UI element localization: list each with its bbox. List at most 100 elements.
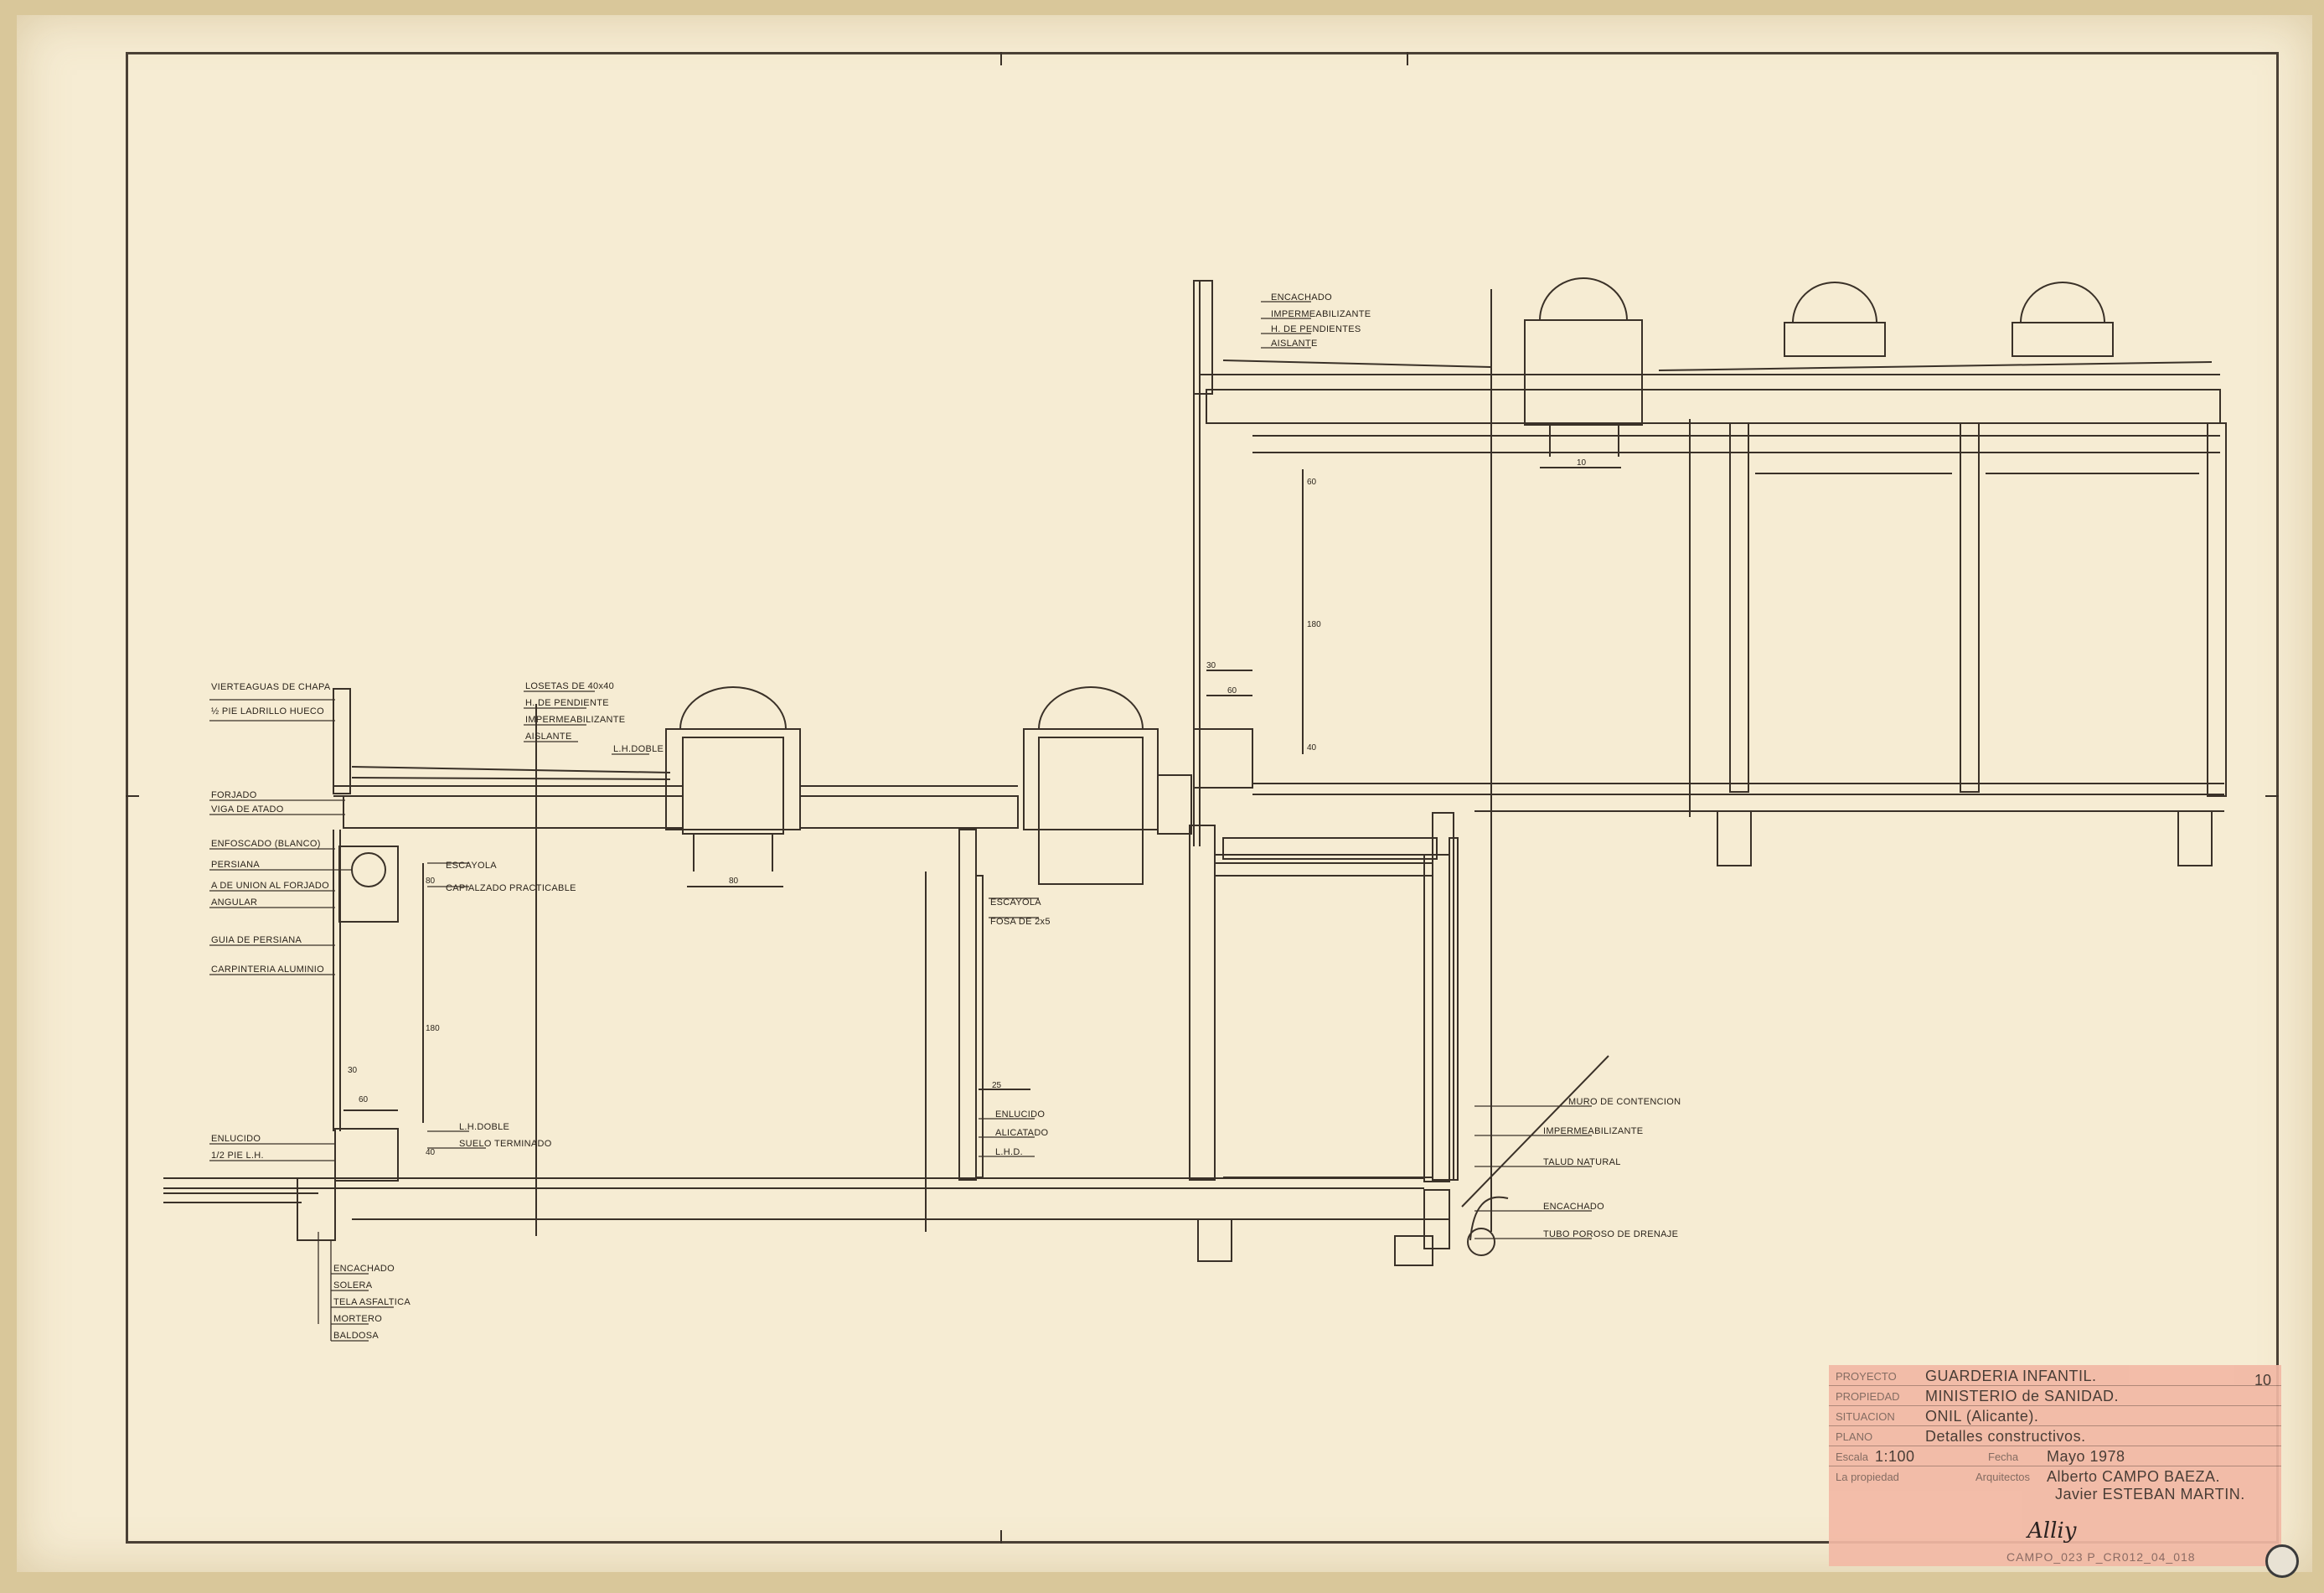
label-ladrillo: ½ PIE LADRILLO HUECO [211, 706, 324, 716]
skylight-4-base [1784, 322, 1886, 357]
dim-h30: 30 [1206, 661, 1216, 670]
label-encachado-high: ENCACHADO [1271, 292, 1332, 303]
label-aislante-low: AISLANTE [525, 732, 572, 742]
label-talud: TALUD NATURAL [1543, 1157, 1621, 1167]
tb-situacion-key: SITUACION [1836, 1410, 1895, 1423]
skylight-4-dome [1792, 282, 1877, 323]
label-fosa: FOSA DE 2x5 [990, 917, 1051, 927]
tb-proyecto-value: GUARDERIA INFANTIL. [1925, 1368, 2097, 1384]
high-parapet [1193, 280, 1213, 395]
label-capialzado: CAPIALZADO PRACTICABLE [446, 883, 576, 893]
label-persiana: PERSIANA [211, 860, 260, 870]
title-block: PROYECTO GUARDERIA INFANTIL. 10 PROPIEDA… [1829, 1365, 2281, 1566]
skylight-5-dome [2020, 282, 2105, 323]
label-escayola-2: ESCAYOLA [990, 897, 1041, 908]
column-3 [2207, 422, 2227, 797]
archive-code: CAMPO_023 P_CR012_04_018 [2006, 1550, 2196, 1564]
tb-plano-key: PLANO [1836, 1430, 1873, 1443]
interior-wall-1 [958, 829, 977, 1181]
label-baldosa: BALDOSA [333, 1331, 379, 1341]
persiana-roll [351, 852, 386, 887]
dim-h180: 180 [1307, 620, 1321, 629]
label-alicatado: ALICATADO [995, 1128, 1049, 1138]
interior-wall-1-finish [975, 875, 984, 1178]
label-vierteaguas: VIERTEAGUAS DE CHAPA [211, 682, 331, 692]
label-forjado: FORJADO [211, 790, 257, 800]
label-carpinteria: CARPINTERIA ALUMINIO [211, 965, 324, 975]
tb-fecha-key: Fecha [1988, 1451, 2019, 1463]
drain-pipe [1467, 1228, 1495, 1256]
label-losetas: LOSETAS DE 40x40 [525, 681, 614, 691]
label-impermeabilizante-high: IMPERMEABILIZANTE [1271, 309, 1371, 319]
label-impermeabilizante-right: IMPERMEABILIZANTE [1543, 1126, 1643, 1136]
tb-la-propiedad: La propiedad [1836, 1471, 1899, 1483]
high-roof-slope [1222, 359, 1492, 368]
dim-h10: 10 [1577, 458, 1587, 468]
label-mortero: MORTERO [333, 1314, 382, 1324]
label-tela: TELA ASFALTICA [333, 1297, 411, 1307]
right-footing [1394, 1235, 1433, 1266]
dim-40: 40 [426, 1148, 436, 1157]
low-roof-slope [351, 766, 671, 773]
label-solera: SOLERA [333, 1280, 373, 1290]
left-footing [297, 1177, 336, 1241]
high-forjado [1206, 389, 2221, 424]
skylight-3-base [1524, 319, 1643, 426]
dim-60: 60 [359, 1095, 369, 1104]
label-pendiente: H. DE PENDIENTE [525, 698, 609, 708]
dim-80-a: 80 [729, 877, 739, 886]
label-encachado-right: ENCACHADO [1543, 1202, 1604, 1212]
archive-stamp-icon [2265, 1544, 2299, 1578]
tb-propiedad-value: MINISTERIO de SANIDAD. [1925, 1388, 2120, 1404]
label-enlucido: ENLUCIDO [211, 1134, 261, 1144]
skylight-1-base [665, 728, 801, 830]
skylight-2-well [1038, 737, 1144, 885]
skylight-1-well [682, 737, 784, 835]
dim-25: 25 [992, 1081, 1002, 1090]
label-enlucido-2: ENLUCIDO [995, 1109, 1045, 1120]
skylight-2-dome [1038, 686, 1144, 730]
low-ceiling-beam [1222, 837, 1438, 860]
label-pendientes-high: H. DE PENDIENTES [1271, 324, 1361, 334]
dim-h60: 60 [1307, 478, 1317, 487]
skylight-2-base [1023, 728, 1159, 830]
tb-plano-value: Detalles constructivos. [1925, 1428, 2086, 1445]
left-parapet-wall [333, 688, 351, 794]
label-angular: ANGULAR [211, 897, 257, 908]
interior-wall-2 [1189, 825, 1216, 1181]
sheet-number: 10 [2254, 1372, 2271, 1389]
footing-1 [1717, 810, 1752, 866]
low-footing-2 [1197, 1218, 1232, 1262]
wall-core [1423, 854, 1450, 1182]
dim-h40: 40 [1307, 743, 1317, 753]
label-lhd: L.H.D. [995, 1147, 1023, 1157]
label-encachado: ENCACHADO [333, 1264, 395, 1274]
high-roof-slope [1658, 361, 2213, 371]
label-medio-pie: 1/2 PIE L.H. [211, 1151, 264, 1161]
column-2 [1960, 422, 1980, 793]
tb-arquitecto-2: Javier ESTEBAN MARTIN. [2055, 1486, 2245, 1502]
tb-escala-value: 1:100 [1875, 1448, 1915, 1465]
skylight-1-dome [679, 686, 787, 730]
label-union: A DE UNION AL FORJADO [211, 881, 329, 891]
label-impermeabilizante-low: IMPERMEABILIZANTE [525, 715, 625, 725]
label-escayola: ESCAYOLA [446, 861, 497, 871]
label-muro: MURO DE CONTENCION [1568, 1097, 1681, 1107]
tb-propiedad-key: PROPIEDAD [1836, 1390, 1900, 1403]
capialzado-box [338, 846, 399, 923]
label-tubo: TUBO POROSO DE DRENAJE [1543, 1229, 1678, 1239]
retaining-wall [1432, 812, 1454, 1181]
skylight-5-base [2012, 322, 2114, 357]
roof-mid-parapet [1157, 774, 1192, 835]
drawing-frame [126, 52, 2279, 1544]
dim-80-b: 80 [426, 877, 436, 886]
natural-slope [1461, 1055, 1609, 1208]
label-viga: VIGA DE ATADO [211, 804, 284, 815]
low-footing [1423, 1189, 1450, 1249]
high-wall-base [1193, 728, 1253, 789]
roof-mid-forjado [799, 795, 1019, 829]
low-roof-layer [351, 777, 671, 780]
footing-2 [2177, 810, 2213, 866]
label-lh-doble: L.H.DOBLE [459, 1122, 509, 1132]
label-lh-doble-top: L.H.DOBLE [613, 744, 664, 754]
